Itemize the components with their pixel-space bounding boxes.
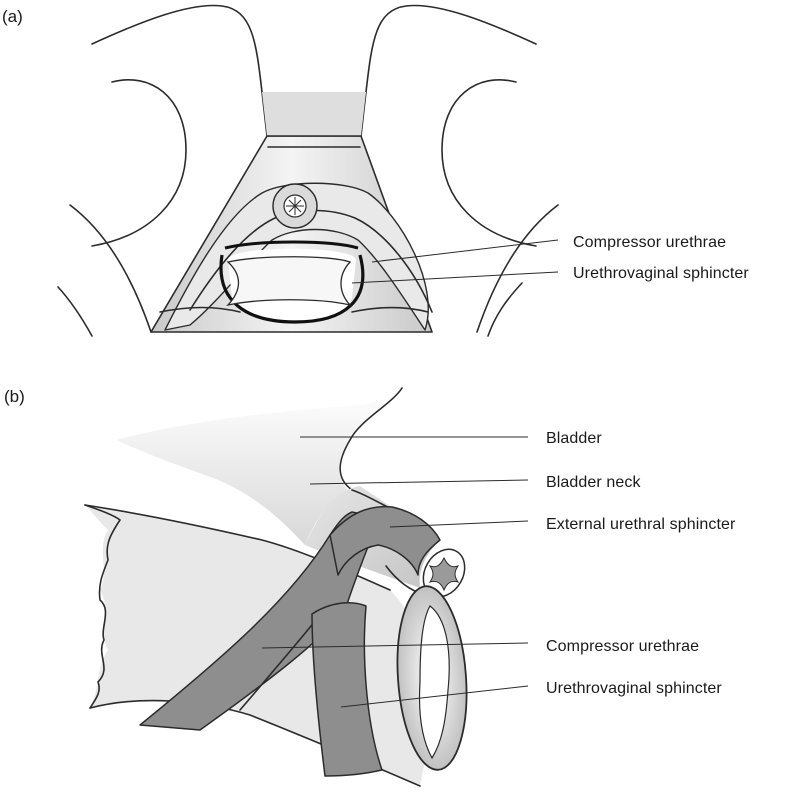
membrane-stem [262, 92, 366, 136]
right-lower-contour [477, 205, 558, 332]
urethrovaginal-sphincter-a [228, 257, 350, 305]
left-upper-contour [92, 5, 267, 136]
right-upper-contour [361, 5, 536, 136]
label-bladder-neck: Bladder neck [546, 474, 641, 491]
label-urethrovaginal-sphincter-b: Urethrovaginal sphincter [546, 680, 722, 697]
left-lower-contour [70, 205, 151, 332]
panel-a: (a) Co [2, 5, 749, 336]
label-compressor-urethrae-a: Compressor urethrae [573, 234, 726, 251]
panel-b: (b) Bladder Bladder neck [4, 387, 736, 786]
label-external-urethral-sphincter: External urethral sphincter [546, 516, 736, 533]
panel-a-tag: (a) [2, 7, 23, 26]
label-urethrovaginal-sphincter-a: Urethrovaginal sphincter [573, 265, 749, 282]
label-bladder: Bladder [546, 430, 602, 447]
right-foramen [442, 80, 536, 246]
panel-b-tag: (b) [4, 387, 25, 406]
label-compressor-urethrae-b: Compressor urethrae [546, 638, 699, 655]
left-outer-base [58, 287, 92, 336]
left-foramen [92, 80, 186, 246]
